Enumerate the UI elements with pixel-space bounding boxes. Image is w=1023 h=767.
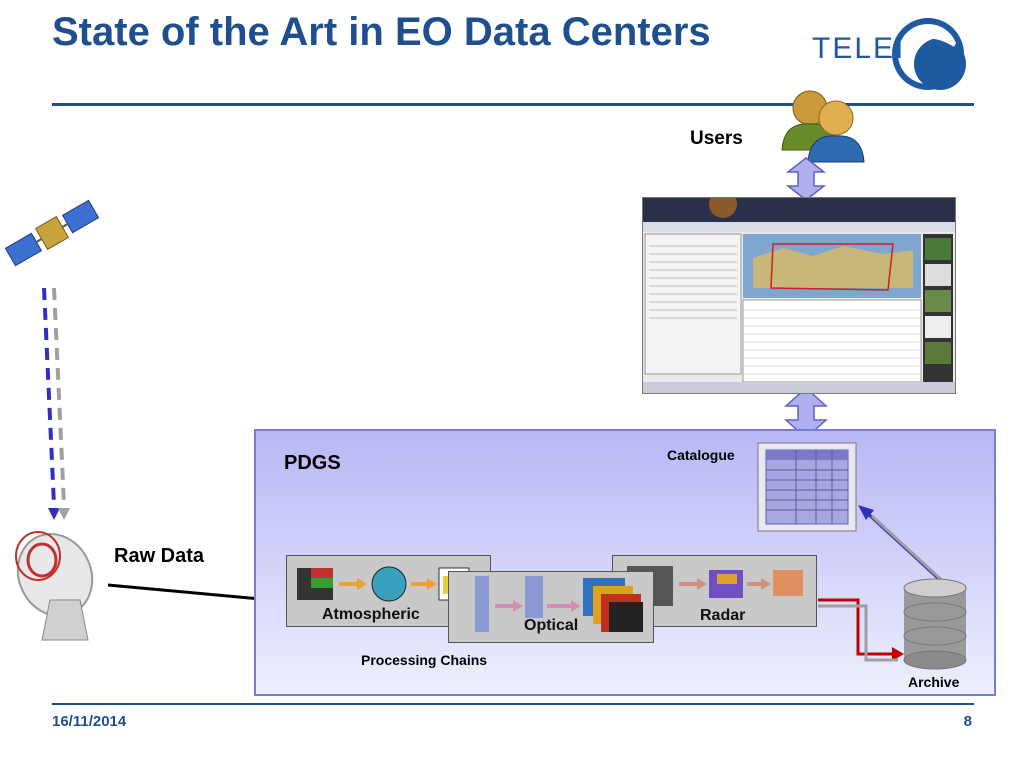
downlink-line-blue <box>42 287 56 506</box>
raw-data-arrow <box>107 583 273 602</box>
optical-chain-graphic <box>475 576 643 632</box>
pdgs-label: PDGS <box>284 452 341 474</box>
processing-chains-label: Processing Chains <box>361 652 488 668</box>
footer-rule <box>52 703 974 705</box>
optical-label: Optical <box>524 617 579 634</box>
eo-portal-screenshot <box>642 197 956 394</box>
chain-optical <box>448 571 654 643</box>
users-label: Users <box>690 128 743 149</box>
satellite-icon <box>4 199 100 267</box>
logo-text: TELEI <box>812 32 906 65</box>
users-icon <box>781 90 865 163</box>
catalogue-label: Catalogue <box>667 447 735 463</box>
atmospheric-label: Atmospheric <box>322 606 420 623</box>
footer-date: 16/11/2014 <box>52 713 127 730</box>
slide-title: State of the Art in EO Data Centers <box>52 10 711 54</box>
title-underline <box>52 103 974 106</box>
ground-station-antenna-icon <box>15 531 94 641</box>
downlink-line-grey <box>52 287 66 506</box>
archive-label: Archive <box>908 674 960 690</box>
portal-screenshot-graphic <box>643 198 955 393</box>
raw-data-label: Raw Data <box>114 545 205 567</box>
users-portal-double-arrow <box>785 157 827 201</box>
radar-label: Radar <box>700 607 746 624</box>
page-number: 8 <box>963 713 972 730</box>
